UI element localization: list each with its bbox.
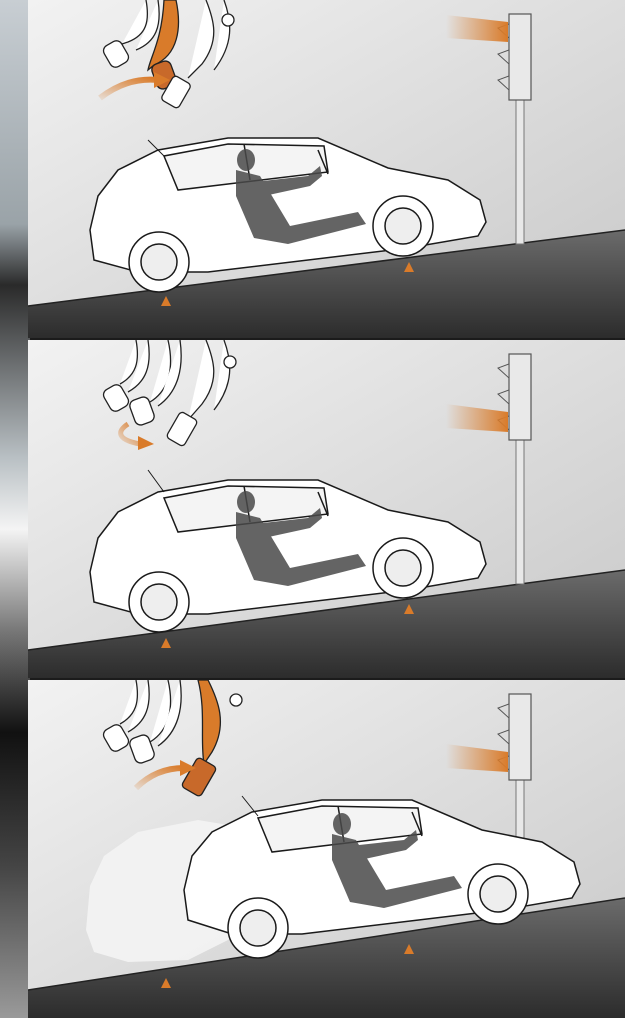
background-photo-strip — [0, 0, 30, 1018]
panel-brake-pressed — [28, 0, 625, 338]
panel-pedal-transition — [28, 340, 625, 678]
panel-accelerator-pressed — [28, 680, 625, 1018]
